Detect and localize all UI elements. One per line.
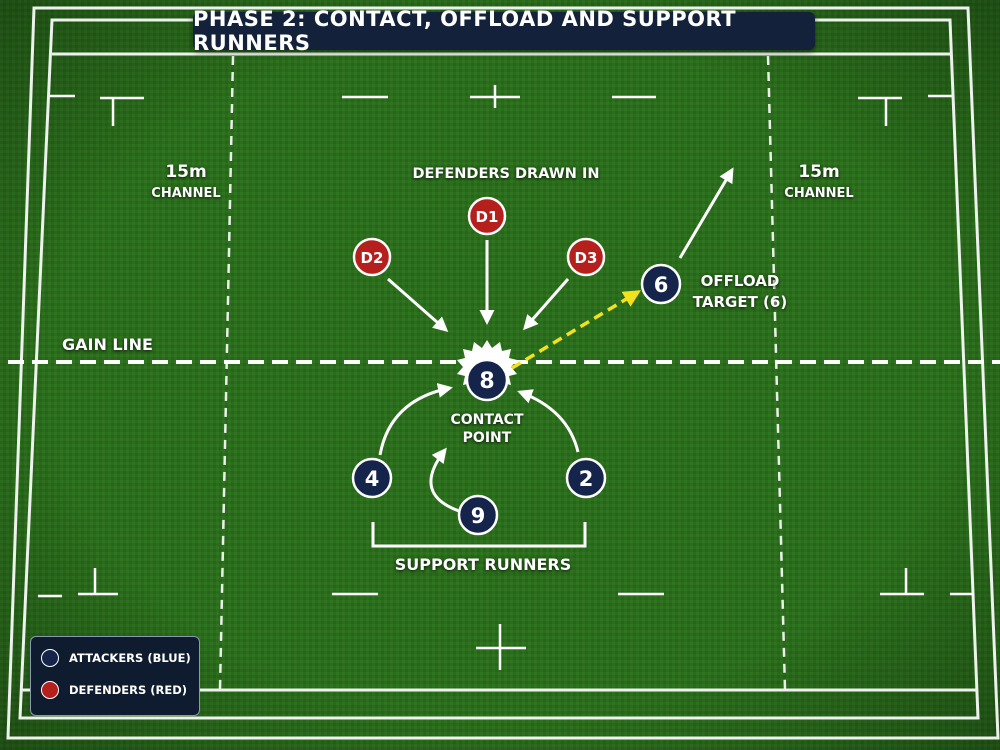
arrow-d2-to-contact (387, 277, 449, 332)
attacker-2-token (565, 457, 607, 499)
p2-label: 2 (579, 467, 594, 491)
player-tokens (351, 196, 682, 536)
channel-left-15m: 15m (165, 162, 207, 182)
offload-label-line1: OFFLOAD (700, 272, 780, 290)
channel-right-label: CHANNEL (784, 186, 854, 201)
p4-label: 4 (365, 467, 380, 491)
defenders-drawn-label: DEFENDERS DRAWN IN (412, 166, 600, 182)
p6-label: 6 (654, 273, 669, 297)
p9-label: 9 (471, 504, 486, 528)
d1-label: D1 (476, 208, 499, 226)
defender-d3-token (566, 237, 606, 277)
outer-boundary (6, 6, 1000, 740)
attacker-swatch-icon (41, 649, 59, 667)
offload-arrow (511, 290, 641, 370)
channel-line-left (218, 55, 235, 691)
contact-label-line1: CONTACT (450, 412, 524, 428)
arrow-9-loop (429, 447, 463, 514)
t-marks (78, 96, 924, 596)
gain-line-label: GAIN LINE (62, 335, 153, 354)
diagram-title: PHASE 2: CONTACT, OFFLOAD AND SUPPORT RU… (193, 7, 815, 55)
attacker-4-token (351, 457, 393, 499)
defender-swatch-icon (41, 681, 59, 699)
arrow-d3-to-contact (523, 278, 570, 331)
defender-d1-token (467, 196, 507, 236)
defender-arrows (387, 240, 570, 332)
legend-attackers-label: ATTACKERS (BLUE) (69, 651, 191, 665)
support-runners-label: SUPPORT RUNNERS (394, 555, 572, 574)
arrow-6-run (678, 167, 734, 259)
d2-label: D2 (361, 249, 384, 267)
attacker-9-token (457, 494, 499, 536)
contact-label-line2: POINT (462, 430, 512, 446)
support-arrows (378, 167, 734, 514)
legend-attackers: ATTACKERS (BLUE) (41, 649, 191, 667)
support-bracket (371, 522, 587, 548)
arrow-4-to-contact (378, 383, 453, 456)
channel-line-right (766, 55, 787, 691)
attacker-6-token (640, 263, 682, 305)
offload-label-line2: TARGET (6) (692, 293, 788, 311)
legend: ATTACKERS (BLUE) DEFENDERS (RED) (30, 636, 200, 716)
channel-left-label: CHANNEL (151, 186, 221, 201)
channel-lines (218, 55, 787, 691)
defender-d2-token (352, 237, 392, 277)
d3-label: D3 (575, 249, 598, 267)
attacker-8-token (465, 358, 509, 402)
short-marks (38, 94, 974, 598)
legend-defenders-label: DEFENDERS (RED) (69, 683, 188, 697)
center-marks (470, 85, 526, 670)
p8-label: 8 (479, 369, 494, 394)
channel-right-15m: 15m (798, 162, 840, 182)
arrow-2-to-contact (517, 389, 580, 453)
legend-defenders: DEFENDERS (RED) (41, 681, 187, 699)
